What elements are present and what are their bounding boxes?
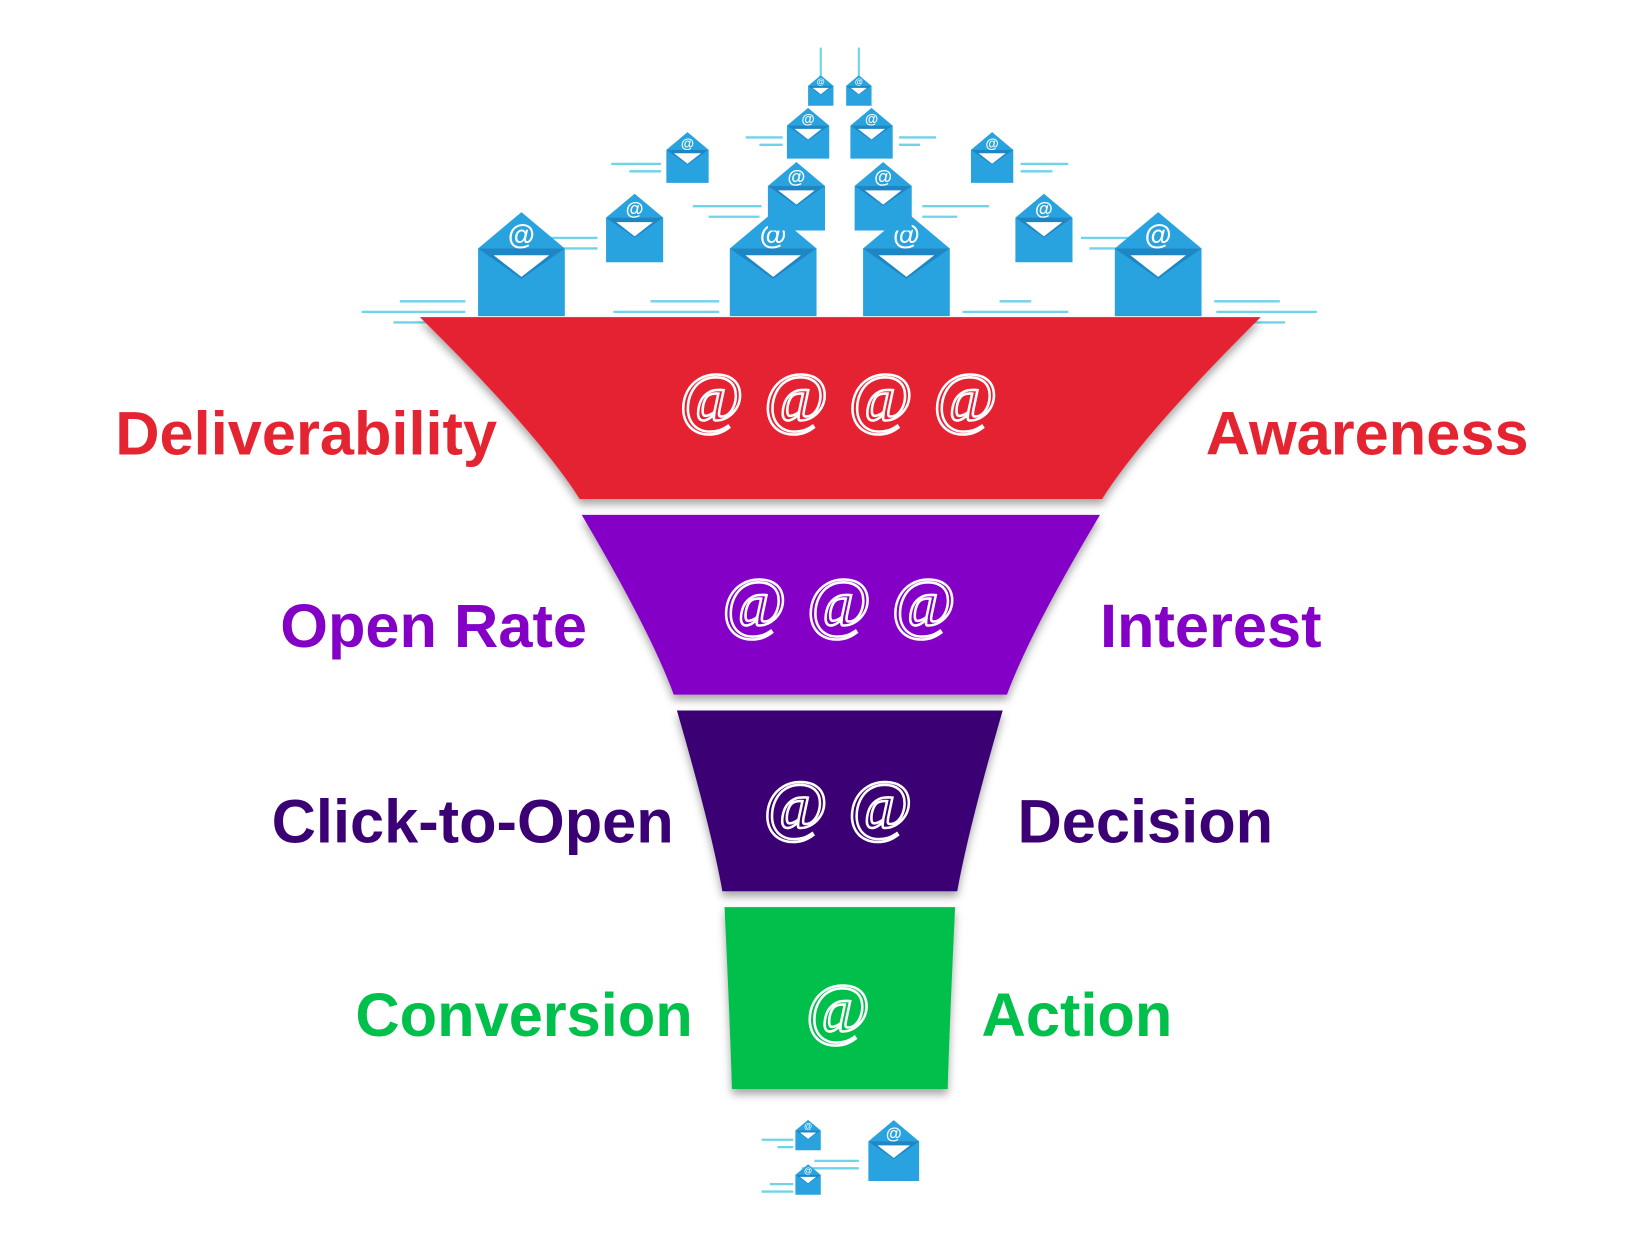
funnel-stage-4: @ xyxy=(724,907,956,1089)
label-interest: Interest xyxy=(1100,591,1322,660)
at-symbol: @ xyxy=(763,767,827,844)
envelope-at-icon: @ xyxy=(795,1119,821,1151)
envelope-at-icon: @ xyxy=(786,107,830,159)
funnel-stage-3: @@ xyxy=(676,710,1003,892)
envelope-at-icon: @ xyxy=(606,193,664,263)
envelope-at-icon: @ xyxy=(970,132,1014,183)
funnel-labels: Deliverability Awareness Open Rate Inter… xyxy=(115,399,1528,1049)
envelope-at-icon: @ xyxy=(795,1164,821,1195)
label-click-to-open: Click-to-Open xyxy=(272,787,674,856)
svg-text:@: @ xyxy=(855,78,863,87)
envelope-at-icon: @ xyxy=(850,107,893,159)
svg-text:@: @ xyxy=(788,166,806,187)
envelope-at-icon: @ xyxy=(868,1120,920,1181)
at-symbol: @ xyxy=(891,565,955,642)
envelope-at-icon: @ xyxy=(729,212,817,317)
svg-text:@: @ xyxy=(865,111,878,126)
svg-text:@: @ xyxy=(1035,198,1053,219)
label-action: Action xyxy=(982,980,1173,1049)
label-awareness: Awareness xyxy=(1206,399,1529,468)
at-symbol: @ xyxy=(806,971,870,1048)
envelope-at-icon: @ xyxy=(846,75,872,106)
at-symbol: @ xyxy=(933,360,997,437)
envelope-at-icon: @ xyxy=(478,212,565,317)
funnel-stage-2: @ @ @ xyxy=(581,514,1100,695)
svg-text:@: @ xyxy=(874,166,892,187)
envelope-at-icon: @ xyxy=(808,75,834,106)
label-decision: Decision xyxy=(1018,787,1274,856)
envelopes: @@@@@@@@@@@@@@@@@ xyxy=(478,75,1202,1195)
funnel-segment xyxy=(676,710,1003,892)
svg-text:@: @ xyxy=(804,1167,812,1176)
svg-text:@: @ xyxy=(886,1125,902,1143)
funnel-segment xyxy=(724,907,956,1089)
envelope-at-icon: @ xyxy=(666,132,709,183)
envelope-at-icon: @ xyxy=(767,161,825,231)
svg-text:@: @ xyxy=(801,111,814,126)
funnel: @@@@@@@@@@ xyxy=(419,317,1261,1089)
envelope-at-icon: @ xyxy=(1114,212,1202,317)
label-deliverability: Deliverability xyxy=(115,399,497,468)
funnel-stage-1: @ @ @ @ xyxy=(419,317,1261,500)
svg-text:@: @ xyxy=(681,136,694,151)
funnel-segment xyxy=(581,514,1100,695)
funnel-segment xyxy=(419,317,1261,500)
envelope-at-icon: @ xyxy=(854,161,912,231)
at-symbol: @ xyxy=(848,767,912,844)
svg-text:@: @ xyxy=(508,219,535,250)
label-open-rate: Open Rate xyxy=(280,591,587,660)
svg-text:@: @ xyxy=(1145,219,1172,250)
svg-text:@: @ xyxy=(986,136,999,151)
at-symbol: @ xyxy=(807,565,871,642)
at-symbol: @ xyxy=(764,360,828,437)
svg-text:@: @ xyxy=(817,78,825,87)
svg-text:@: @ xyxy=(804,1122,812,1131)
at-symbol: @ xyxy=(848,360,912,437)
svg-text:@: @ xyxy=(626,198,644,219)
at-symbol: @ xyxy=(722,565,786,642)
at-symbol: @ xyxy=(679,360,743,437)
label-conversion: Conversion xyxy=(355,980,692,1049)
envelope-at-icon: @ xyxy=(1015,193,1073,263)
